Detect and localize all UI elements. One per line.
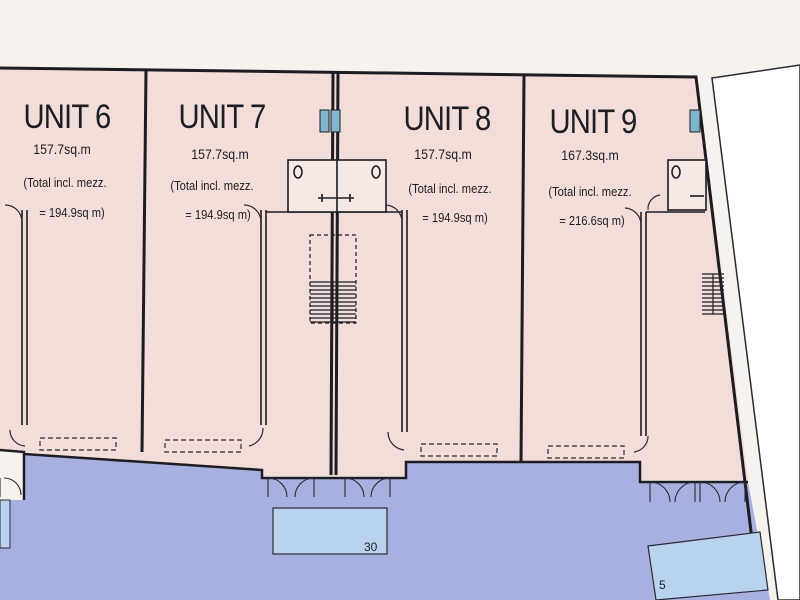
unit-7-area: 157.7sq.m: [191, 146, 249, 162]
parking-bay-30-label: 30: [364, 540, 378, 554]
front-walls: [0, 448, 748, 500]
unit-6-total-line2: = 194.9sq m): [39, 205, 105, 220]
unit-9-total-line2: = 216.6sq m): [559, 213, 625, 228]
unit-7-total-line2: = 194.9sq m): [185, 207, 251, 222]
unit-6-total-line1: (Total incl. mezz.: [23, 175, 107, 190]
yard-left-box: [0, 499, 11, 549]
unit-8-total-line2: = 194.9sq m): [422, 210, 488, 225]
unit-9-name: UNIT 9: [549, 103, 638, 141]
unit-7-total-line1: (Total incl. mezz.: [170, 178, 254, 193]
unit-9-area: 167.3sq.m: [561, 147, 619, 163]
toilet-block-9: [667, 159, 707, 211]
door-swings: [4, 194, 661, 453]
unit-8-total-line1: (Total incl. mezz.: [408, 181, 492, 196]
toilet-block-7-8: [287, 159, 387, 213]
party-walls: [140, 69, 526, 476]
unit-9-total-line1: (Total incl. mezz.: [548, 184, 632, 199]
parking-bay-5-label: 5: [659, 578, 666, 592]
unit-6-area: 157.7sq.m: [33, 141, 91, 157]
top-wall: [0, 66, 754, 541]
parking-bay-30: [272, 507, 388, 555]
staircase-7-8: [309, 234, 357, 324]
unit-7-name: UNIT 7: [178, 98, 267, 136]
unit-8-name: UNIT 8: [403, 100, 492, 138]
blue-fixtures: [319, 109, 701, 133]
stair-treads-9: [702, 273, 724, 315]
stair-treads-7-8: [310, 281, 356, 323]
unit-6-name: UNIT 6: [23, 98, 112, 136]
parking-bay-5: [647, 531, 769, 600]
external-doors: [0, 477, 746, 503]
adjacent-plot: [711, 64, 800, 600]
shutter-doors: [39, 437, 625, 459]
unit-8-area: 157.7sq.m: [414, 146, 472, 162]
units-interior: [0, 69, 748, 480]
